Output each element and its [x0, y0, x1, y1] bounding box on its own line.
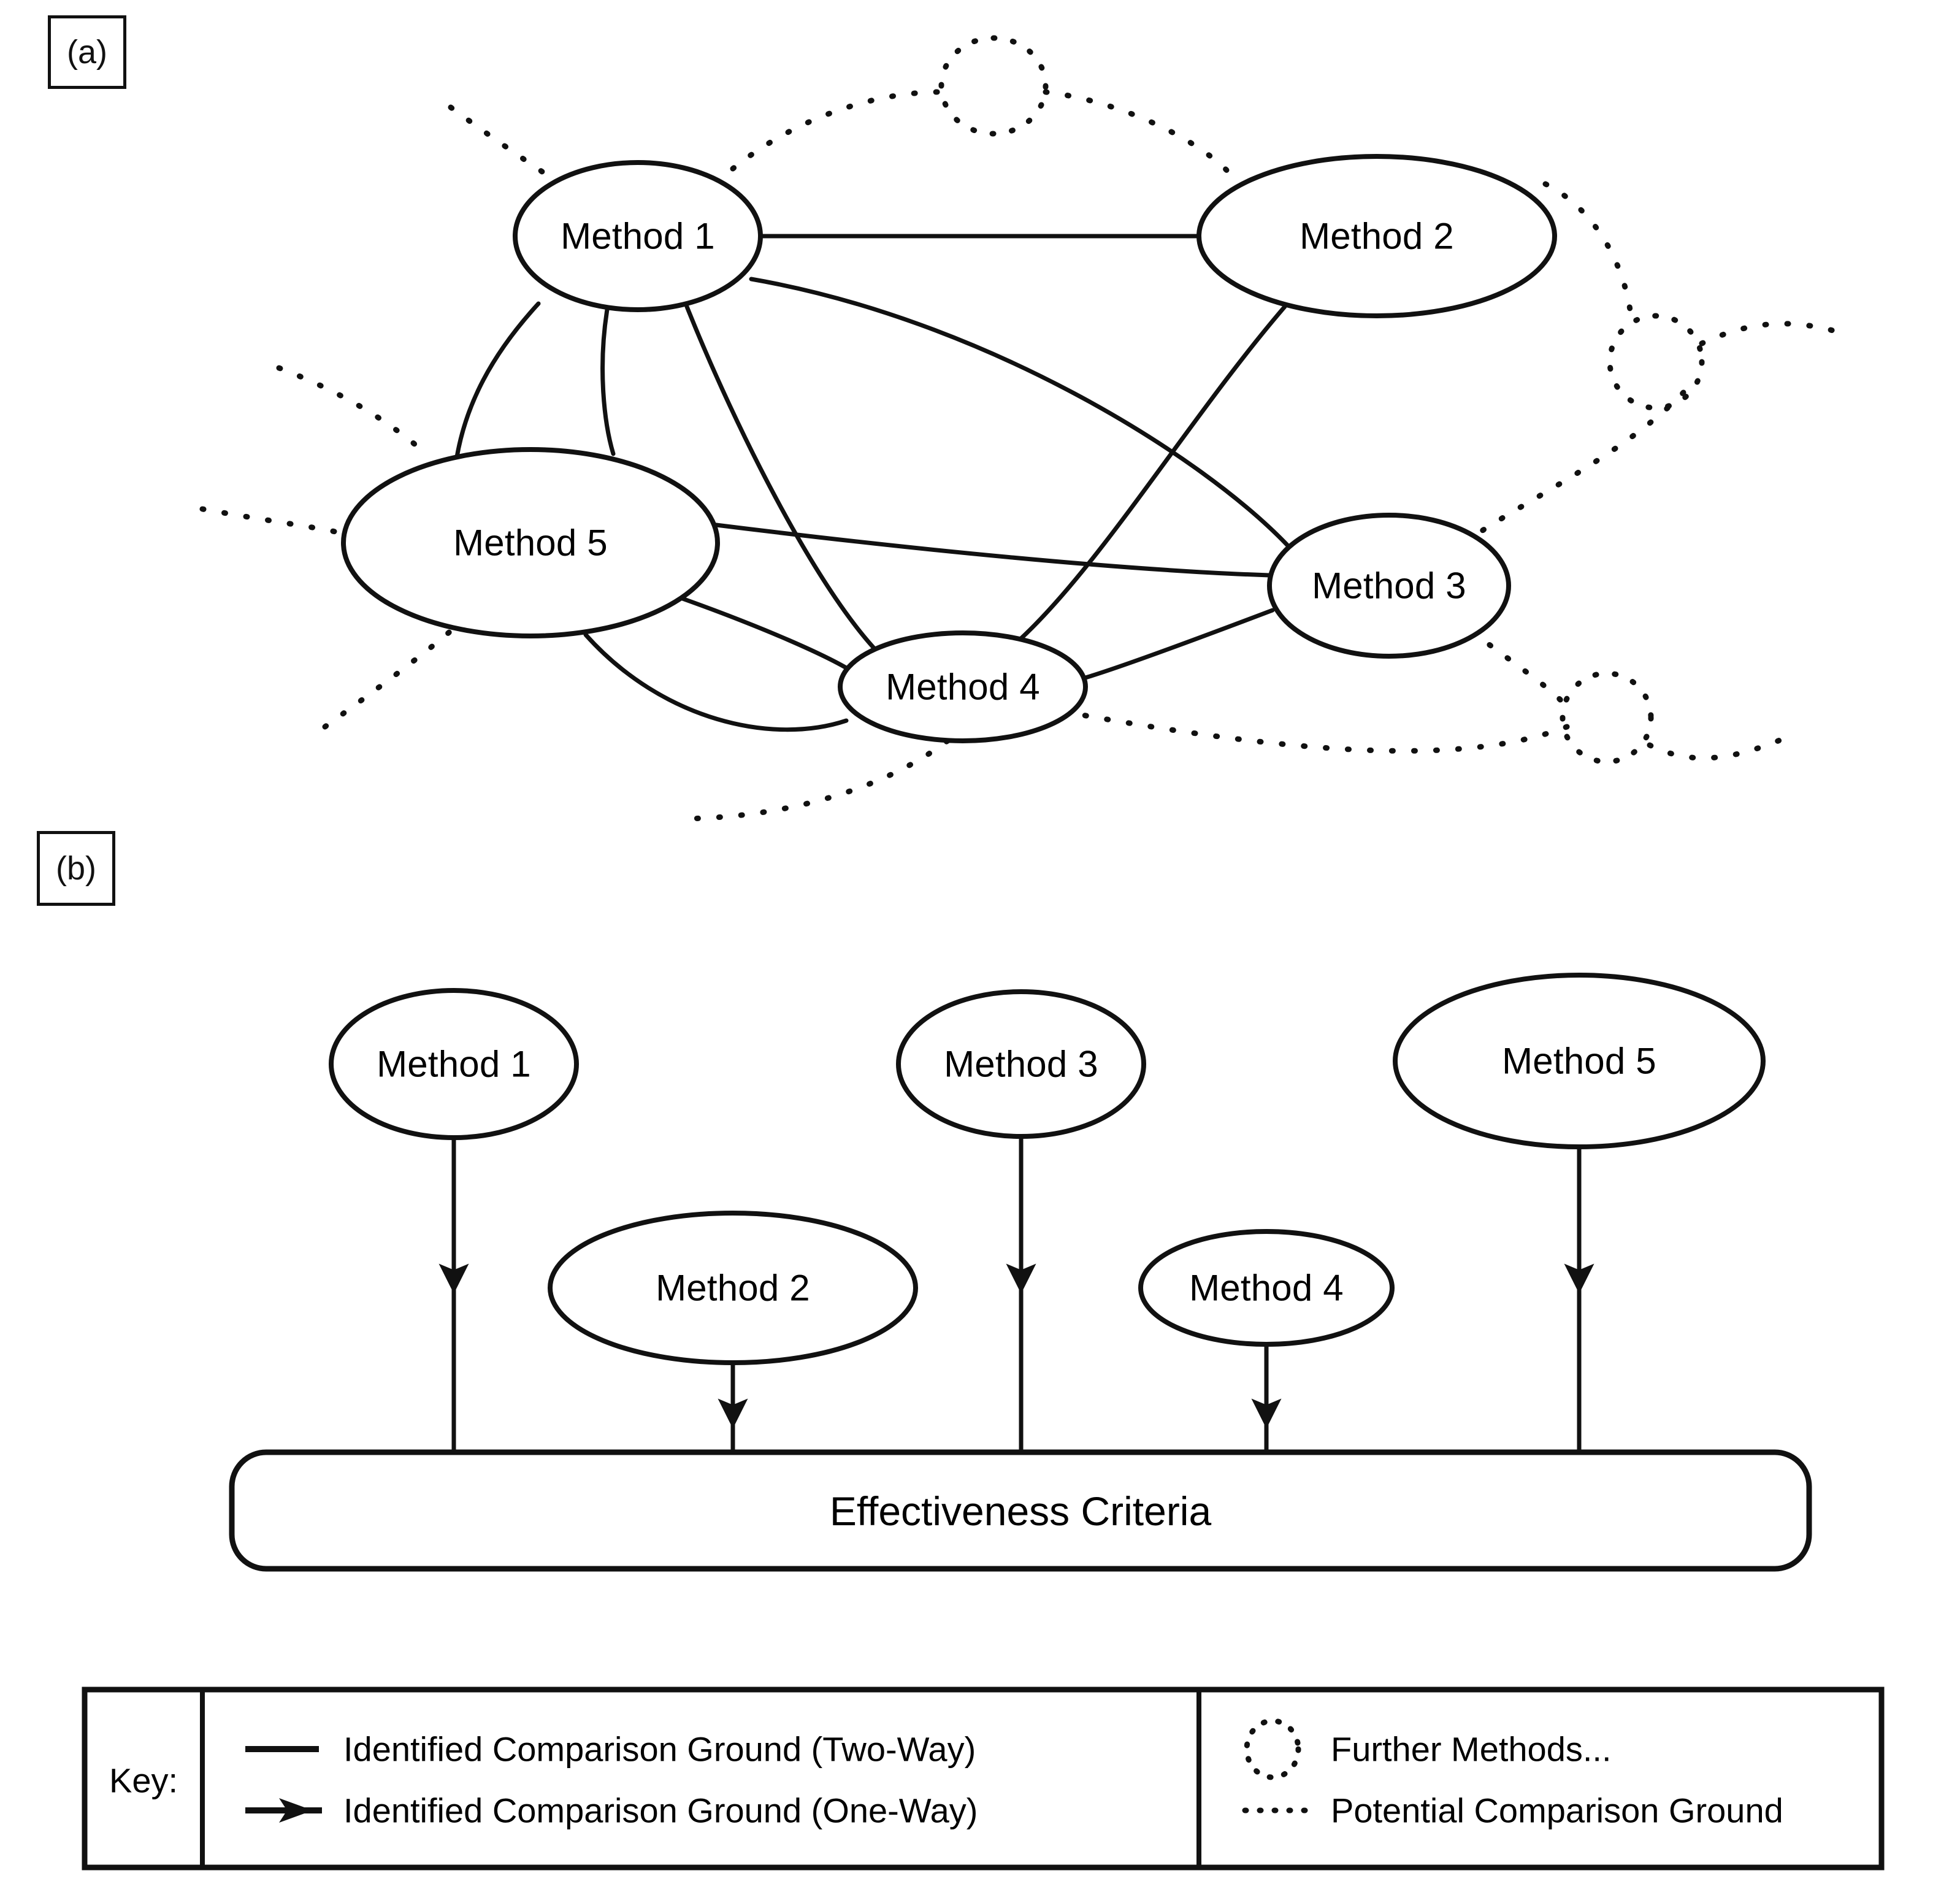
potential-path-m1-to-circle1	[730, 89, 943, 172]
key-label-further: Further Methods...	[1331, 1729, 1612, 1769]
node-method-4	[838, 630, 1088, 743]
node-method-3	[1267, 513, 1511, 659]
key-arrow-line-icon	[245, 1798, 322, 1823]
panel-a-label-method-3: Method 3	[1312, 565, 1466, 607]
panel-a-label-method-2: Method 2	[1300, 215, 1454, 257]
potential-path-circle3-to-m4	[1076, 711, 1570, 754]
edge-m1-m5-inner	[600, 307, 616, 456]
edge-m5-m4-upper	[678, 595, 855, 674]
potential-path-m4-down	[675, 738, 951, 822]
panel-tag-a: (a)	[48, 15, 126, 89]
further-method-circle-2	[1607, 313, 1705, 411]
key-dotted-circle-icon	[1244, 1718, 1301, 1780]
panel-b-label-method-1: Method 1	[377, 1043, 531, 1085]
panel-a-nodes	[341, 154, 1557, 743]
potential-path-m5-lower-left	[322, 622, 460, 730]
panel-a-label-method-1: Method 1	[561, 215, 715, 257]
edge-m5-m4-lower	[583, 632, 849, 732]
edge-m3-m5	[709, 522, 1272, 578]
potential-path-m3-to-circle3	[1469, 629, 1571, 711]
identified-comparison-edges	[454, 234, 1293, 732]
node-method-5	[341, 447, 720, 638]
panel-b-label-method-2: Method 2	[656, 1267, 810, 1309]
potential-path-upper-left	[448, 104, 576, 196]
panel-b-connectors	[438, 1136, 1594, 1452]
panel-tag-b: (b)	[37, 831, 115, 906]
panel-b-label-method-4: Method 4	[1189, 1267, 1344, 1309]
potential-path-m2-to-circle2	[1542, 181, 1634, 322]
potential-path-m5-left-upper	[276, 365, 432, 460]
key-label-potential: Potential Comparison Ground	[1331, 1791, 1783, 1830]
node-method-1	[513, 160, 763, 312]
panel-b-node-method-4	[1138, 1229, 1395, 1347]
edge-m1-m3	[749, 277, 1293, 551]
key-label-two-way: Identified Comparison Ground (Two-Way)	[343, 1729, 976, 1769]
further-method-circles-a	[938, 35, 1705, 765]
potential-path-circle2-right	[1699, 321, 1849, 347]
potential-path-m5-left-mid	[199, 506, 346, 537]
edge-m1-m5-outer	[454, 301, 541, 459]
key-title: Key:	[109, 1761, 178, 1800]
potential-path-circle3-right	[1647, 730, 1800, 761]
potential-comparison-paths	[199, 89, 1849, 822]
key-label-one-way: Identified Comparison Ground (One-Way)	[343, 1791, 978, 1830]
panel-b-nodes	[329, 973, 1766, 1365]
panel-b-node-method-3	[896, 989, 1146, 1139]
edge-m1-m4	[684, 304, 890, 665]
edge-m2-m4	[1013, 304, 1287, 646]
further-method-circle-1	[938, 35, 1049, 137]
effectiveness-criteria-label: Effectiveness Criteria	[829, 1488, 1212, 1534]
node-method-2	[1196, 154, 1557, 318]
panel-b-label-method-5: Method 5	[1502, 1040, 1656, 1082]
panel-b-node-method-2	[548, 1211, 918, 1365]
panel-b-label-method-3: Method 3	[944, 1043, 1098, 1085]
panel-b-node-method-1	[329, 988, 579, 1140]
edge-m3-m4	[1083, 608, 1275, 680]
panel-b-node-method-5	[1393, 973, 1766, 1149]
further-method-circle-3	[1560, 670, 1654, 765]
key-box	[82, 1687, 1885, 1871]
panel-a-label-method-5: Method 5	[453, 522, 608, 564]
panel-a-label-method-4: Method 4	[886, 666, 1040, 708]
effectiveness-criteria-box	[229, 1449, 1812, 1572]
